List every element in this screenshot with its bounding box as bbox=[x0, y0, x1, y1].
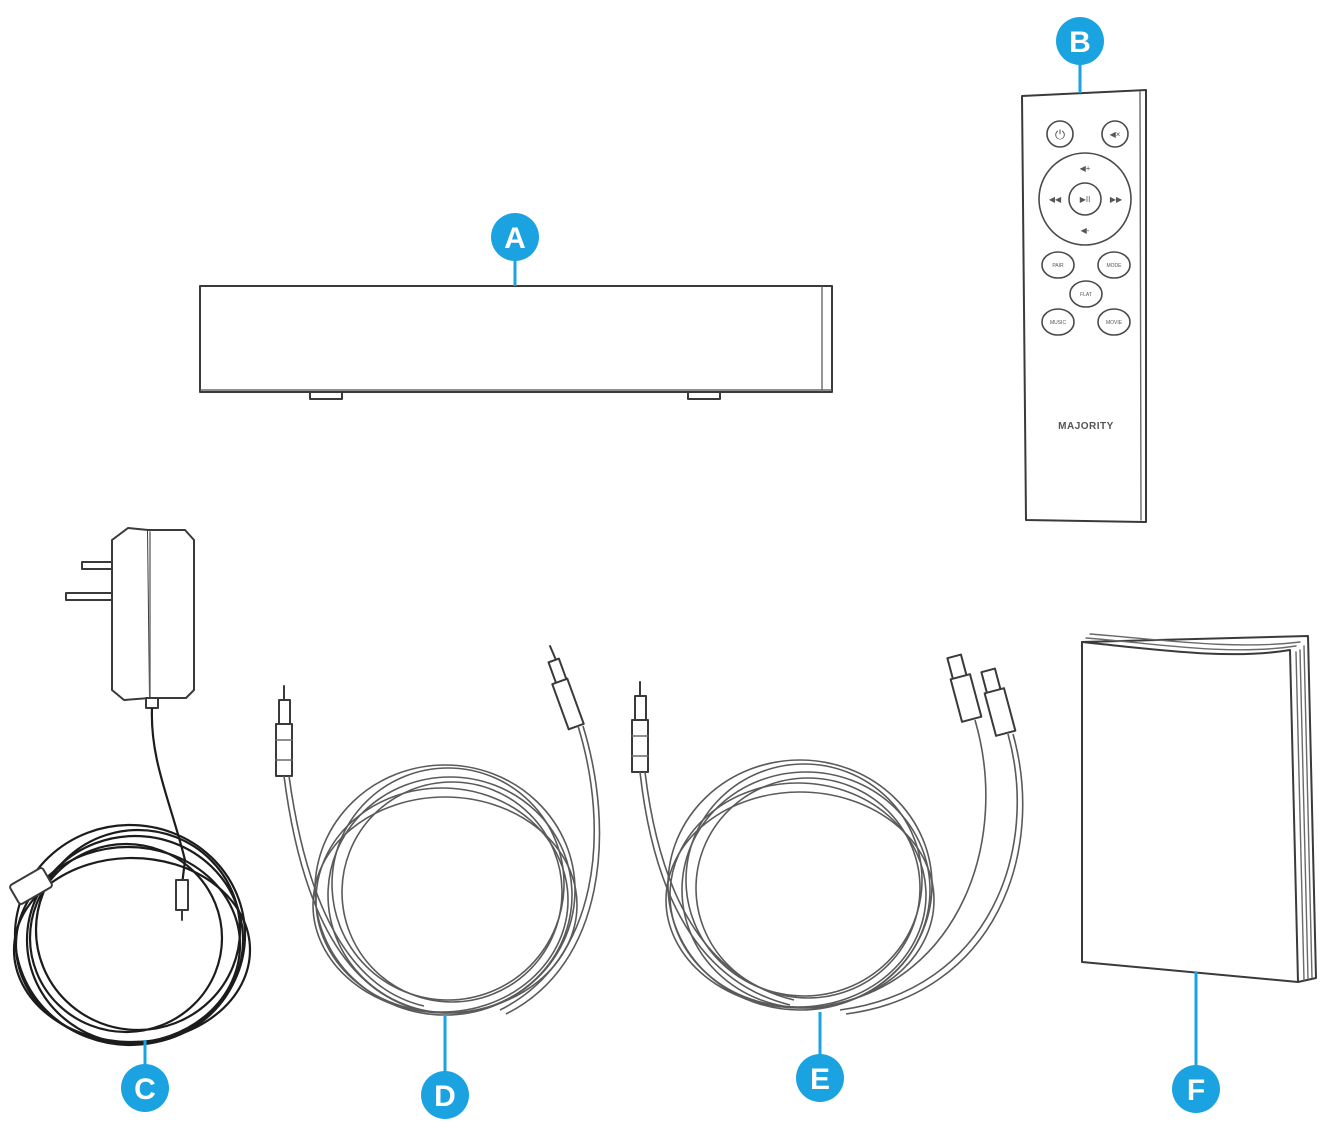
remote-brand-logo: MAJORITY bbox=[1058, 421, 1114, 432]
dc-plug bbox=[175, 879, 189, 911]
callout-f: F bbox=[1172, 972, 1220, 1113]
callout-label-e: E bbox=[810, 1063, 830, 1096]
volume-up-icon: ◀+ bbox=[1080, 164, 1091, 173]
remote-mute-button bbox=[1101, 120, 1129, 148]
callout-d: D bbox=[421, 1016, 469, 1119]
mode-label: MODE bbox=[1107, 263, 1123, 269]
callout-a: A bbox=[491, 213, 539, 286]
callout-label-f: F bbox=[1187, 1074, 1205, 1107]
callout-label-c: C bbox=[134, 1073, 156, 1106]
remote-control: ⏻ ◀× ▶II ◀+ ◀- ◀◀ ▶▶ PAIR MODE FLAT MUSI… bbox=[1021, 89, 1147, 523]
soundbar-foot-right bbox=[687, 391, 721, 400]
remote-pair-button bbox=[1041, 251, 1075, 279]
remote-movie-button bbox=[1097, 308, 1131, 336]
callout-label-b: B bbox=[1069, 26, 1091, 59]
remote-music-button bbox=[1041, 308, 1075, 336]
pair-label: PAIR bbox=[1052, 263, 1064, 269]
callout-e: E bbox=[796, 1012, 844, 1102]
play-pause-icon: ▶II bbox=[1080, 195, 1091, 204]
aux-cable-3-5mm bbox=[275, 645, 601, 1016]
rca-cable bbox=[631, 653, 1024, 1015]
callout-b: B bbox=[1056, 17, 1104, 93]
next-icon: ▶▶ bbox=[1110, 195, 1123, 204]
user-manual bbox=[1081, 633, 1317, 983]
movie-label: MOVIE bbox=[1106, 320, 1123, 326]
mute-icon: ◀× bbox=[1110, 130, 1121, 139]
power-icon: ⏻ bbox=[1055, 127, 1065, 142]
ferrite-core bbox=[9, 867, 53, 905]
power-adapter bbox=[9, 527, 252, 1047]
remote-play-button bbox=[1068, 182, 1102, 216]
callout-label-d: D bbox=[434, 1080, 456, 1113]
remote-mode-button bbox=[1097, 251, 1131, 279]
flat-label: FLAT bbox=[1080, 292, 1092, 298]
remote-power-button bbox=[1046, 120, 1074, 148]
callout-c: C bbox=[121, 1040, 169, 1112]
soundbar-foot-left bbox=[309, 391, 343, 400]
previous-icon: ◀◀ bbox=[1049, 195, 1062, 204]
music-label: MUSIC bbox=[1050, 320, 1067, 326]
soundbar bbox=[199, 285, 833, 400]
volume-down-icon: ◀- bbox=[1081, 226, 1090, 235]
remote-flat-button bbox=[1069, 280, 1103, 308]
callout-label-a: A bbox=[504, 222, 526, 255]
